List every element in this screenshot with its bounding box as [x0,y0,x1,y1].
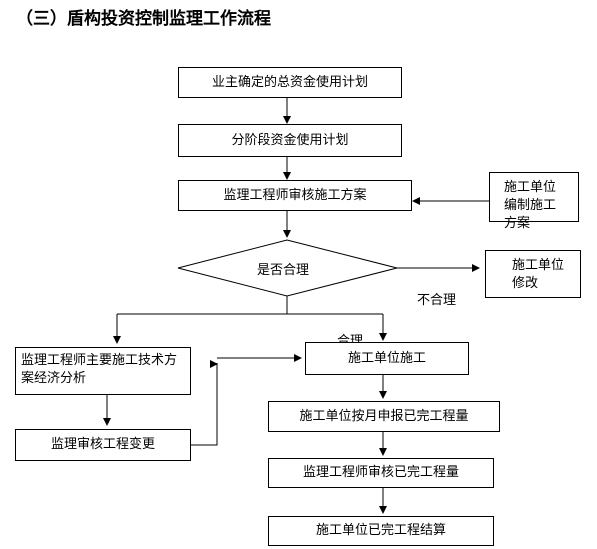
edge-label-unreasonable: 不合理 [417,293,457,308]
node-monthly-report: 施工单位按月申报已完工程量 [268,401,500,432]
node-review-change: 监理审核工程变更 [15,429,191,461]
node-contractor-construct: 施工单位施工 [305,342,469,375]
node-review-construction-plan: 监理工程师审核施工方案 [178,180,412,211]
node-tech-econ-analysis: 监理工程师主要施工技术方案经济分析 [15,347,191,395]
node-review-quantity: 监理工程师审核已完工程量 [268,458,494,488]
change-return-line [191,363,218,446]
page-title: （三）盾构投资控制监理工作流程 [16,9,271,29]
decision-label: 是否合理 [257,263,310,278]
node-contractor-modify: 施工单位修改 [485,250,581,298]
node-owner-fund-plan: 业主确定的总资金使用计划 [178,67,402,98]
node-contractor-prepare-plan: 施工单位编制施工方案 [489,172,579,231]
node-phase-fund-plan: 分阶段资金使用计划 [178,124,402,157]
node-settlement: 施工单位已完工程结算 [268,516,494,546]
